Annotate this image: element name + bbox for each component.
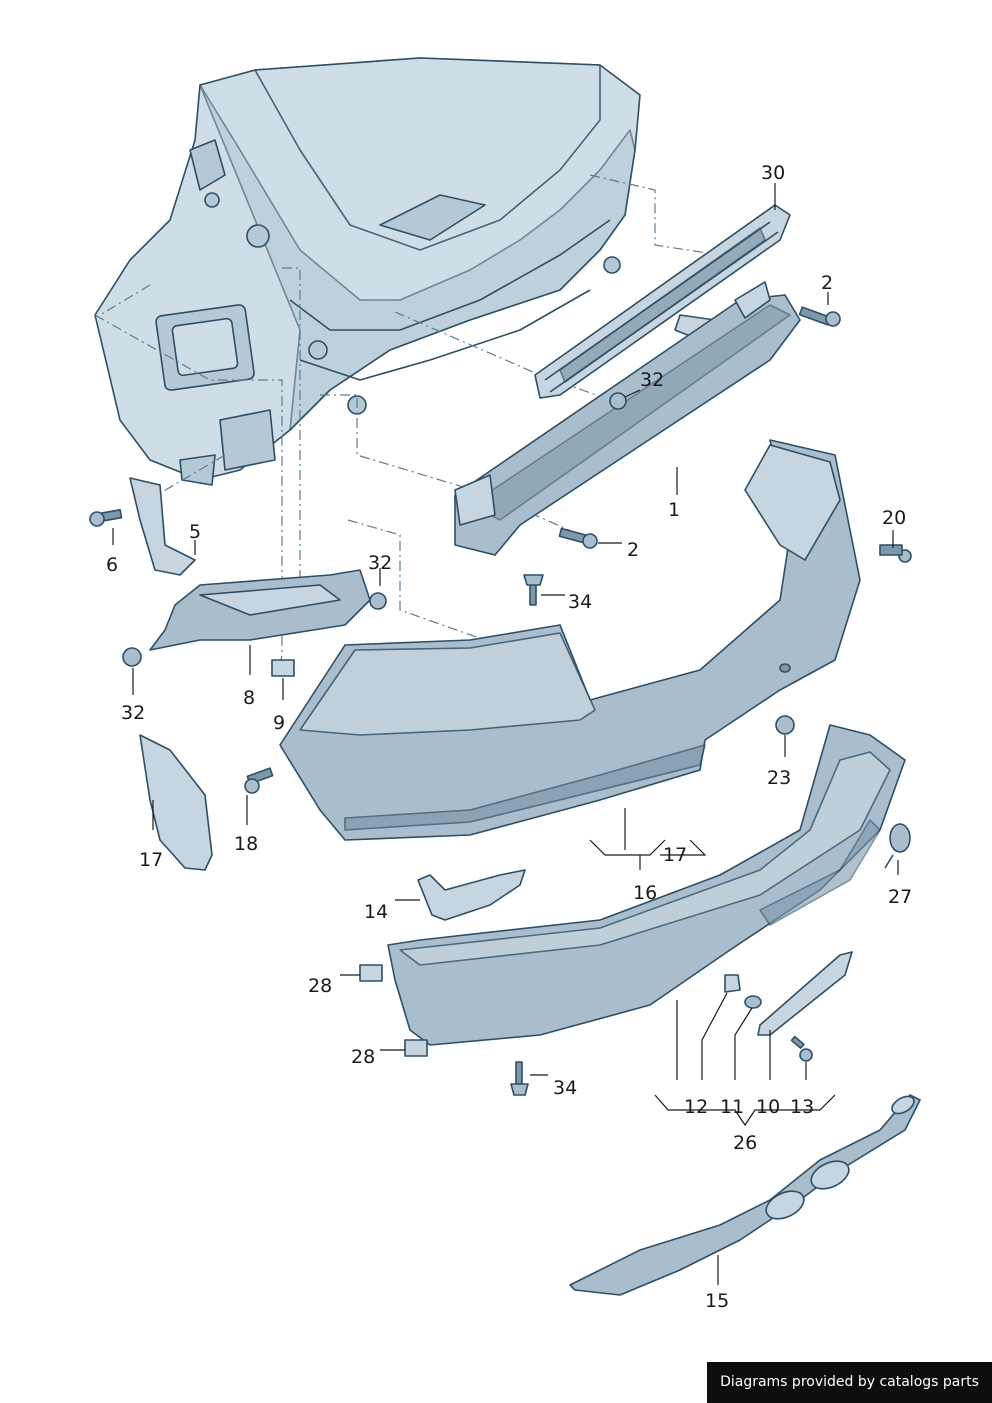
side-bracket-5 [129, 477, 196, 576]
clip-23 [775, 715, 795, 735]
callout-28-lower: 28 [351, 1046, 375, 1068]
callout-17-left: 17 [139, 849, 163, 871]
callout-28-upper: 28 [308, 975, 332, 997]
bumper-cover-16 [279, 439, 861, 841]
leader-lines [112, 183, 899, 1285]
cap-27 [884, 823, 911, 869]
credit-footer: Diagrams provided by catalogs parts [707, 1362, 992, 1403]
callout-30: 30 [761, 162, 785, 184]
callout-8: 8 [243, 687, 255, 709]
clip-12 [724, 974, 741, 993]
callout-32-upper: 32 [640, 369, 664, 391]
callout-16: 16 [633, 882, 657, 904]
grommet-11 [744, 995, 762, 1009]
clip-28-upper [359, 964, 383, 982]
callout-26: 26 [733, 1132, 757, 1154]
callout-labels: 30 2 32 1 2 20 5 6 32 34 8 32 9 23 18 17… [106, 162, 912, 1312]
callout-17-right: 17 [663, 844, 687, 866]
callout-15: 15 [705, 1290, 729, 1312]
bolt-2-upper [798, 306, 841, 327]
callout-32-left: 32 [121, 702, 145, 724]
callout-6: 6 [106, 554, 118, 576]
callout-2-upper: 2 [821, 272, 833, 294]
cover-cap-10 [757, 951, 853, 1036]
callout-23: 23 [767, 767, 791, 789]
bumper-beam-1 [454, 281, 801, 556]
callout-9: 9 [273, 712, 285, 734]
clip-28-lower [404, 1039, 428, 1057]
clip-20 [879, 544, 912, 563]
callout-34-upper: 34 [568, 591, 592, 613]
clip-9 [271, 659, 295, 677]
callout-2-lower: 2 [627, 539, 639, 561]
upper-mounting-bracket-30 [534, 204, 791, 399]
screw-34-lower [510, 1061, 529, 1096]
callout-32-middle: 32 [368, 552, 392, 574]
callout-11: 11 [720, 1096, 744, 1118]
nut-32-left [122, 647, 142, 667]
fasteners [89, 306, 912, 1096]
rear-body-shell [94, 57, 641, 486]
callout-12: 12 [684, 1096, 708, 1118]
callout-10: 10 [756, 1096, 780, 1118]
callout-13: 13 [790, 1096, 814, 1118]
callout-20: 20 [882, 507, 906, 529]
bolt-18 [244, 767, 274, 794]
callout-27: 27 [888, 886, 912, 908]
callout-14: 14 [364, 901, 388, 923]
callout-5: 5 [189, 521, 201, 543]
callout-34-lower: 34 [553, 1077, 577, 1099]
nut-32-middle [369, 592, 387, 610]
bolt-2-lower [558, 527, 598, 549]
callout-1: 1 [668, 499, 680, 521]
diffuser-15 [569, 1094, 921, 1296]
bracket-14 [417, 869, 526, 921]
bolt-6 [89, 509, 123, 527]
screw-13 [790, 1035, 813, 1062]
callout-18: 18 [234, 833, 258, 855]
nut-32-upper [609, 392, 627, 410]
screw-34-upper [523, 574, 544, 606]
lateral-guide-8 [149, 569, 371, 651]
